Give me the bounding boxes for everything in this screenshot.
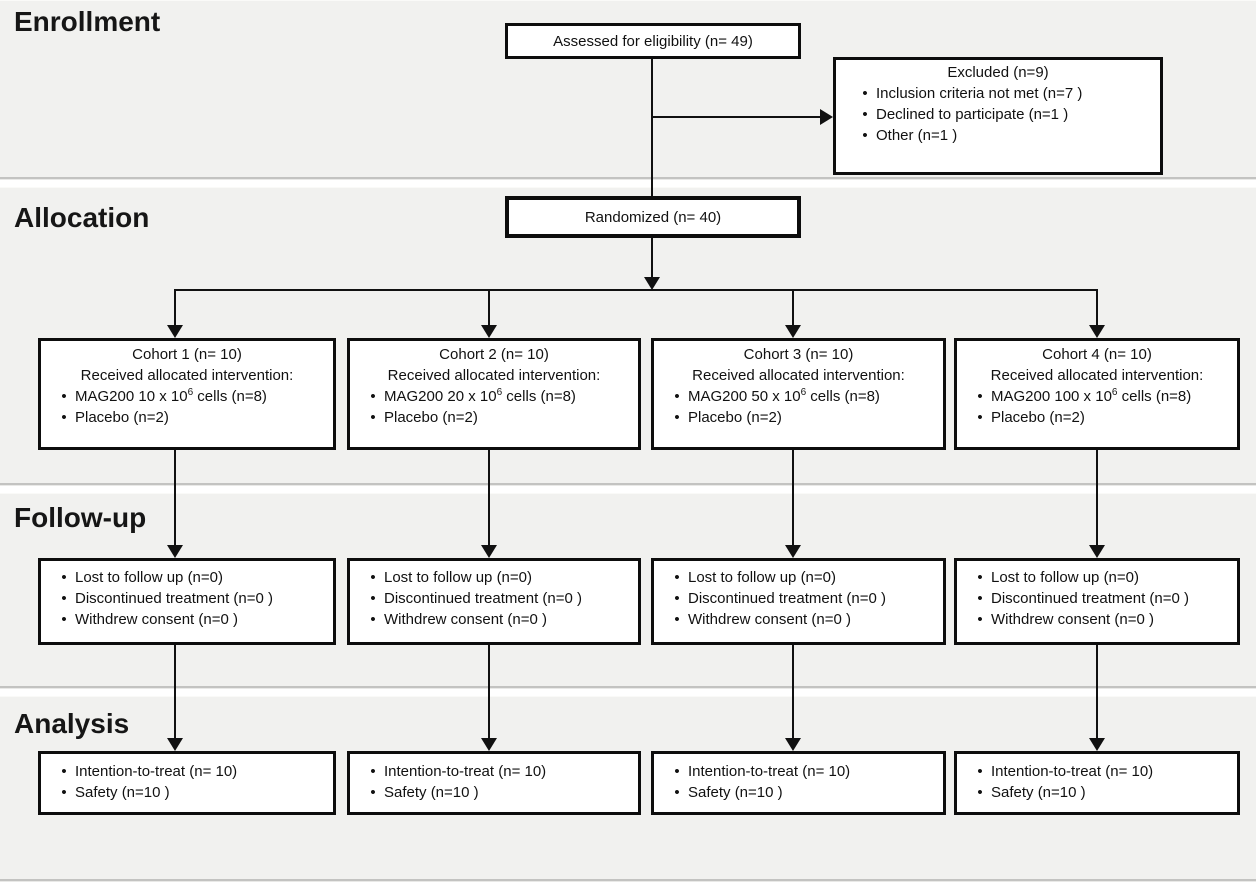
- followup-item: Withdrew consent (n=0 ): [350, 609, 638, 630]
- analysis-item: Intention-to-treat (n= 10): [350, 761, 638, 782]
- arrowhead-analysis-2-icon: [481, 738, 497, 751]
- analysis-item: Intention-to-treat (n= 10): [654, 761, 943, 782]
- cohort-1-box: Cohort 1 (n= 10) Received allocated inte…: [38, 338, 336, 450]
- followup-item: Discontinued treatment (n=0 ): [654, 588, 943, 609]
- followup-item: Withdrew consent (n=0 ): [654, 609, 943, 630]
- analysis-1-box: Intention-to-treat (n= 10) Safety (n=10 …: [38, 751, 336, 815]
- arrowhead-analysis-1-icon: [167, 738, 183, 751]
- arrowhead-analysis-3-icon: [785, 738, 801, 751]
- followup-4-box: Lost to follow up (n=0) Discontinued tre…: [954, 558, 1240, 645]
- cohort-dose-item: MAG200 20 x 106 cells (n=8): [350, 386, 638, 407]
- connector-to-cohort-1: [174, 291, 176, 326]
- connector-followup-2-to-analysis: [488, 645, 490, 739]
- section-label-enrollment: Enrollment: [14, 6, 161, 37]
- excluded-item: Declined to participate (n=1 ): [842, 104, 1154, 125]
- cohort-4-box: Cohort 4 (n= 10) Received allocated inte…: [954, 338, 1240, 450]
- followup-item: Lost to follow up (n=0): [41, 567, 333, 588]
- followup-item: Lost to follow up (n=0): [350, 567, 638, 588]
- analysis-4-box: Intention-to-treat (n= 10) Safety (n=10 …: [954, 751, 1240, 815]
- connector-followup-4-to-analysis: [1096, 645, 1098, 739]
- connector-to-cohort-2: [488, 291, 490, 326]
- cohort-title: Cohort 4 (n= 10): [1042, 346, 1152, 363]
- followup-item: Lost to follow up (n=0): [654, 567, 943, 588]
- cohort-subtitle: Received allocated intervention:: [692, 367, 905, 384]
- cohort-placebo-item: Placebo (n=2): [957, 407, 1237, 428]
- connector-to-excluded: [651, 116, 823, 118]
- cohort-dose-item: MAG200 100 x 106 cells (n=8): [957, 386, 1237, 407]
- excluded-item: Inclusion criteria not met (n=7 ): [842, 83, 1154, 104]
- randomized-box: Randomized (n= 40): [505, 196, 801, 238]
- analysis-item: Safety (n=10 ): [957, 782, 1237, 803]
- connector-cohort-1-to-followup: [174, 450, 176, 546]
- excluded-item: Other (n=1 ): [842, 125, 1154, 146]
- excluded-title: Excluded (n=9): [947, 64, 1049, 81]
- arrowhead-followup-2-icon: [481, 545, 497, 558]
- assessed-box: Assessed for eligibility (n= 49): [505, 23, 801, 59]
- connector-randomized-down: [651, 238, 653, 278]
- analysis-item: Safety (n=10 ): [41, 782, 333, 803]
- arrowhead-cohort-3-icon: [785, 325, 801, 338]
- followup-3-box: Lost to follow up (n=0) Discontinued tre…: [651, 558, 946, 645]
- connector-cohort-3-to-followup: [792, 450, 794, 546]
- analysis-item: Intention-to-treat (n= 10): [41, 761, 333, 782]
- followup-item: Discontinued treatment (n=0 ): [41, 588, 333, 609]
- followup-1-box: Lost to follow up (n=0) Discontinued tre…: [38, 558, 336, 645]
- analysis-3-box: Intention-to-treat (n= 10) Safety (n=10 …: [651, 751, 946, 815]
- arrowhead-analysis-4-icon: [1089, 738, 1105, 751]
- connector-assessed-to-randomized: [651, 59, 653, 196]
- followup-item: Withdrew consent (n=0 ): [957, 609, 1237, 630]
- section-label-allocation: Allocation: [14, 202, 150, 233]
- connector-cohort-2-to-followup: [488, 450, 490, 546]
- analysis-2-box: Intention-to-treat (n= 10) Safety (n=10 …: [347, 751, 641, 815]
- cohort-title: Cohort 2 (n= 10): [439, 346, 549, 363]
- cohort-3-box: Cohort 3 (n= 10) Received allocated inte…: [651, 338, 946, 450]
- randomized-text: Randomized (n= 40): [584, 208, 722, 226]
- connector-followup-3-to-analysis: [792, 645, 794, 739]
- analysis-item: Safety (n=10 ): [654, 782, 943, 803]
- cohort-title: Cohort 1 (n= 10): [132, 346, 242, 363]
- assessed-text: Assessed for eligibility (n= 49): [553, 32, 753, 50]
- connector-to-cohort-3: [792, 291, 794, 326]
- arrowhead-followup-1-icon: [167, 545, 183, 558]
- followup-item: Withdrew consent (n=0 ): [41, 609, 333, 630]
- distributor-line: [174, 289, 1098, 291]
- cohort-subtitle: Received allocated intervention:: [80, 367, 294, 384]
- connector-cohort-4-to-followup: [1096, 450, 1098, 546]
- followup-2-box: Lost to follow up (n=0) Discontinued tre…: [347, 558, 641, 645]
- cohort-2-box: Cohort 2 (n= 10) Received allocated inte…: [347, 338, 641, 450]
- arrowhead-cohort-2-icon: [481, 325, 497, 338]
- connector-followup-1-to-analysis: [174, 645, 176, 739]
- cohort-placebo-item: Placebo (n=2): [41, 407, 333, 428]
- cohort-placebo-item: Placebo (n=2): [654, 407, 943, 428]
- section-label-analysis: Analysis: [14, 708, 130, 739]
- followup-item: Discontinued treatment (n=0 ): [957, 588, 1237, 609]
- cohort-title: Cohort 3 (n= 10): [743, 346, 854, 363]
- cohort-placebo-item: Placebo (n=2): [350, 407, 638, 428]
- connector-to-cohort-4: [1096, 291, 1098, 326]
- analysis-item: Safety (n=10 ): [350, 782, 638, 803]
- cohort-subtitle: Received allocated intervention:: [990, 367, 1204, 384]
- followup-item: Discontinued treatment (n=0 ): [350, 588, 638, 609]
- arrowhead-cohort-4-icon: [1089, 325, 1105, 338]
- arrowhead-randomized-icon: [644, 277, 660, 290]
- arrowhead-cohort-1-icon: [167, 325, 183, 338]
- arrowhead-excluded-icon: [820, 109, 833, 125]
- cohort-subtitle: Received allocated intervention:: [387, 367, 601, 384]
- followup-item: Lost to follow up (n=0): [957, 567, 1237, 588]
- arrowhead-followup-3-icon: [785, 545, 801, 558]
- cohort-dose-item: MAG200 10 x 106 cells (n=8): [41, 386, 333, 407]
- arrowhead-followup-4-icon: [1089, 545, 1105, 558]
- excluded-box: Excluded (n=9) Inclusion criteria not me…: [833, 57, 1163, 175]
- cohort-dose-item: MAG200 50 x 106 cells (n=8): [654, 386, 943, 407]
- analysis-item: Intention-to-treat (n= 10): [957, 761, 1237, 782]
- section-label-followup: Follow-up: [14, 502, 147, 533]
